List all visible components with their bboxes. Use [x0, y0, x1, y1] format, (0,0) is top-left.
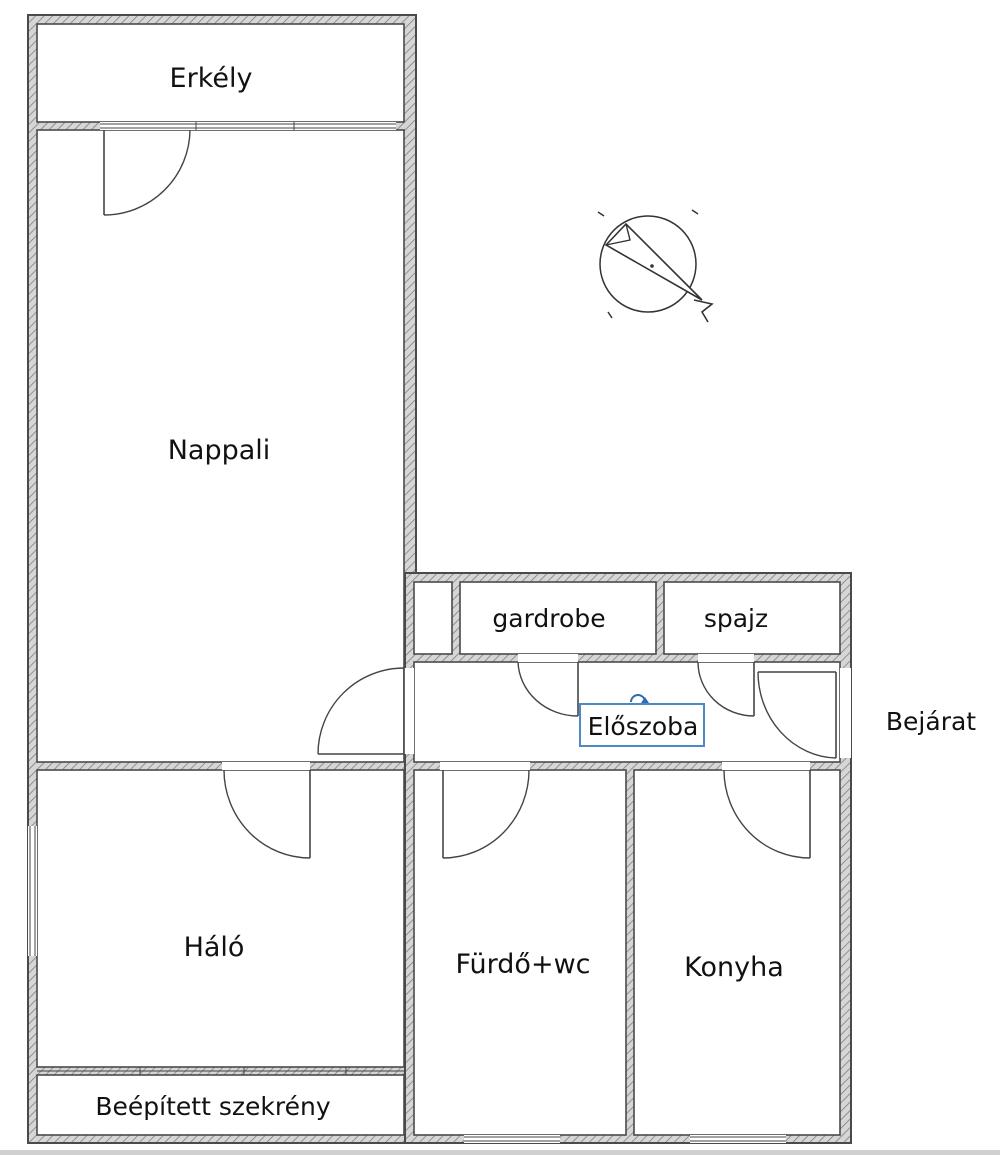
room-halo [36, 769, 405, 1068]
label-bejarat: Bejárat [886, 707, 976, 736]
door-bejarat [757, 671, 837, 759]
label-gardrobe: gardrobe [492, 604, 605, 633]
door-nappali-eloszoba [317, 667, 405, 755]
label-beepitett-szekreny: Beépített szekrény [95, 1092, 330, 1121]
door-gardrobe [517, 661, 579, 717]
north-arrow-icon [597, 209, 714, 323]
door-konyha [723, 769, 811, 859]
room-beepitett-szekreny [36, 1074, 405, 1136]
bottom-edge [0, 1150, 1000, 1155]
room-konyha [633, 769, 841, 1136]
label-erkely: Erkély [170, 63, 253, 94]
label-nappali: Nappali [168, 435, 271, 466]
door-spajz [697, 661, 755, 717]
selection-box [579, 703, 705, 747]
label-furdo: Fürdő+wc [456, 949, 591, 980]
room-nappali [36, 129, 405, 763]
label-spajz: spajz [704, 604, 768, 633]
label-halo: Háló [184, 932, 245, 963]
room-eloszoba [413, 661, 841, 763]
room-spajz [663, 581, 841, 655]
room-closet-small [413, 581, 453, 655]
door-halo [223, 769, 311, 859]
room-erkely [36, 23, 405, 123]
door-nappali-erkely [103, 129, 191, 216]
label-konyha: Konyha [684, 952, 784, 983]
label-eloszoba: Előszoba [588, 712, 699, 741]
door-furdo [442, 769, 530, 859]
